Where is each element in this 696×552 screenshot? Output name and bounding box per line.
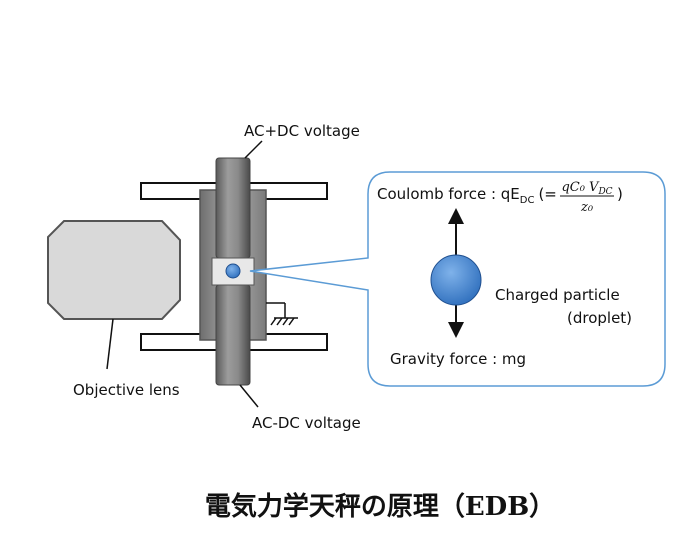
lower-rod: [215, 284, 251, 386]
ground-symbol: [266, 302, 298, 326]
label-droplet: (droplet): [567, 309, 632, 327]
label-ac-plus-dc: AC+DC voltage: [244, 122, 360, 140]
formula-close-paren: ): [617, 185, 623, 203]
formula-denominator: z₀: [580, 200, 594, 215]
label-ac-minus-dc: AC-DC voltage: [252, 414, 361, 432]
leader-ac-plus: [244, 140, 263, 159]
formula-numerator: qC₀ VDC: [561, 180, 612, 197]
leader-objective: [106, 318, 114, 370]
label-charged-particle: Charged particle: [495, 286, 620, 304]
upper-rod: [215, 157, 251, 259]
label-coulomb-force: Coulomb force : qEDC(=: [377, 185, 557, 206]
page-title: 電気力学天秤の原理（EDB）: [205, 491, 555, 522]
trapped-particle: [225, 263, 241, 279]
leader-ac-minus: [239, 384, 259, 408]
label-gravity-force: Gravity force : mg: [390, 350, 526, 368]
objective-lens: [47, 220, 181, 320]
label-objective-lens: Objective lens: [73, 381, 180, 399]
charged-particle: [430, 254, 482, 306]
